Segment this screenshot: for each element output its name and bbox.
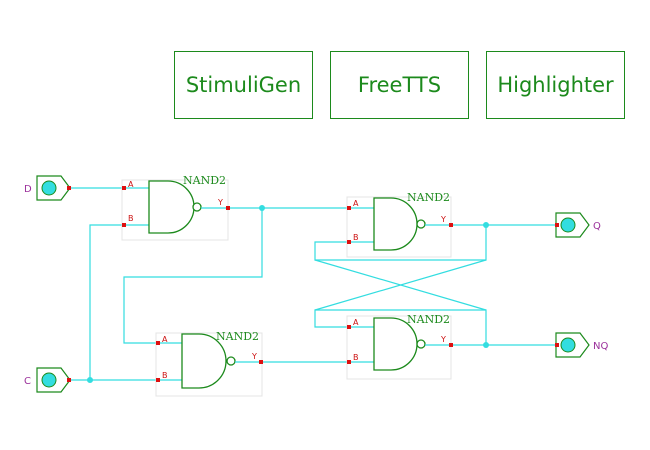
- pin-y-label: Y: [440, 215, 446, 224]
- pin-a-label: A: [353, 199, 359, 208]
- pin-b[interactable]: [156, 378, 160, 382]
- port-indicator: [41, 372, 57, 388]
- pin-b-label: B: [162, 371, 168, 380]
- port-pin[interactable]: [555, 343, 559, 347]
- pin-b-label: B: [128, 214, 134, 223]
- pin-y[interactable]: [449, 343, 453, 347]
- pin-b[interactable]: [347, 360, 351, 364]
- wires: [70, 187, 557, 381]
- pin-a-label: A: [162, 335, 168, 344]
- port-pin[interactable]: [67, 378, 71, 382]
- nand-bubble: [416, 339, 426, 349]
- nand-gate-2[interactable]: A B Y NAND2: [346, 191, 453, 258]
- pin-b-label: B: [353, 233, 359, 242]
- pin-a[interactable]: [122, 186, 126, 190]
- input-port-d[interactable]: D: [24, 175, 71, 201]
- pin-a-label: A: [128, 180, 134, 189]
- port-indicator: [41, 180, 57, 196]
- pin-a-label: A: [353, 318, 359, 327]
- pin-a[interactable]: [347, 206, 351, 210]
- pin-y-label: Y: [217, 198, 223, 207]
- port-pin[interactable]: [67, 186, 71, 190]
- pin-y-label: Y: [251, 352, 257, 361]
- output-port-nq[interactable]: NQ: [555, 332, 608, 358]
- wire-g1-to-g3: [123, 208, 263, 344]
- wire-cross-b: [314, 259, 487, 311]
- nand-body: [148, 180, 195, 234]
- nand-bubble: [192, 202, 202, 212]
- stimuligen-button[interactable]: StimuliGen: [174, 51, 313, 119]
- wire-c-bus: [70, 224, 124, 381]
- port-label: Q: [593, 221, 601, 232]
- nand-bubble: [226, 356, 236, 366]
- gate-type-label: NAND2: [216, 330, 259, 343]
- nand-bubble: [416, 219, 426, 229]
- highlighter-button[interactable]: Highlighter: [486, 51, 625, 119]
- gate-type-label: NAND2: [407, 313, 450, 326]
- pin-y[interactable]: [226, 206, 230, 210]
- port-label: C: [24, 376, 31, 387]
- gate-bounding-box: [346, 315, 452, 380]
- port-pin[interactable]: [555, 223, 559, 227]
- pin-b[interactable]: [347, 240, 351, 244]
- junction-q: [483, 222, 489, 228]
- gate-bounding-box: [155, 332, 263, 397]
- pin-b[interactable]: [122, 223, 126, 227]
- nand-gate-3[interactable]: A B Y NAND2: [155, 330, 263, 397]
- gate-type-label: NAND2: [407, 191, 450, 204]
- pin-a[interactable]: [156, 341, 160, 345]
- port-label: D: [24, 184, 32, 195]
- junction-c: [87, 377, 93, 383]
- output-port-q[interactable]: Q: [555, 212, 601, 238]
- port-indicator: [560, 337, 576, 353]
- nand-body: [181, 333, 227, 389]
- freetts-button[interactable]: FreeTTS: [330, 51, 469, 119]
- port-label: NQ: [593, 341, 608, 352]
- pin-y-label: Y: [440, 335, 446, 344]
- nand-gate-4[interactable]: A B Y NAND2: [346, 313, 453, 380]
- junction-g1-out: [259, 205, 265, 211]
- nand-body: [373, 197, 418, 251]
- gate-type-label: NAND2: [183, 174, 226, 187]
- pin-a[interactable]: [347, 325, 351, 329]
- junction-nq: [483, 342, 489, 348]
- input-port-c[interactable]: C: [24, 367, 71, 393]
- pin-b-label: B: [353, 353, 359, 362]
- pin-y[interactable]: [449, 223, 453, 227]
- port-indicator: [560, 217, 576, 233]
- nand-gate-1[interactable]: A B Y NAND2: [121, 174, 230, 241]
- pin-y[interactable]: [259, 360, 263, 364]
